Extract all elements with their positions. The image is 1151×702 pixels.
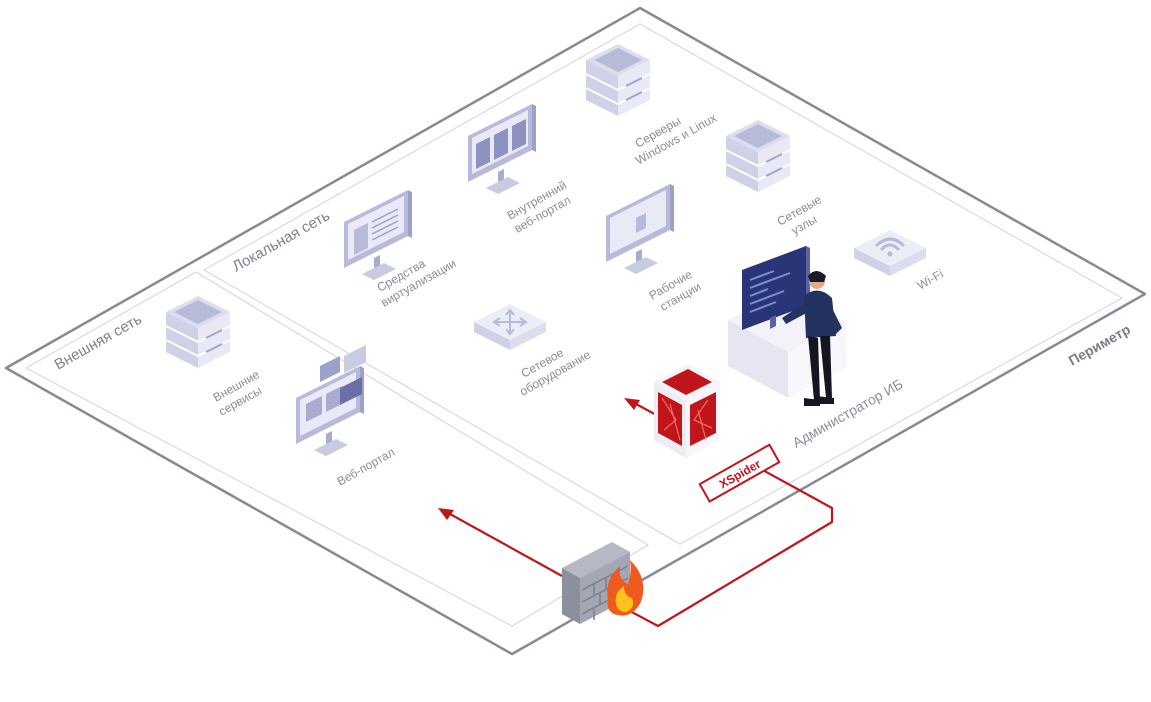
wifi-router-icon: [854, 230, 926, 276]
firewall-icon: [562, 542, 644, 624]
monitor-icon: [606, 184, 674, 274]
person-at-desk-icon: [728, 246, 846, 406]
web-portal-monitor-icon: [296, 345, 366, 456]
scan-line-external: [449, 513, 563, 577]
arrow-internal: [624, 398, 640, 410]
router-icon: [474, 304, 546, 350]
arrow-external: [438, 508, 454, 520]
local-zone-outline: [202, 23, 1124, 545]
monitor-icon: [468, 104, 536, 194]
scan-line-loop: [627, 461, 834, 628]
xspider-cube-icon: [654, 364, 720, 458]
external-zone-outline: [24, 271, 650, 627]
monitor-icon: [344, 190, 412, 280]
perimeter-outline: [4, 6, 1147, 656]
